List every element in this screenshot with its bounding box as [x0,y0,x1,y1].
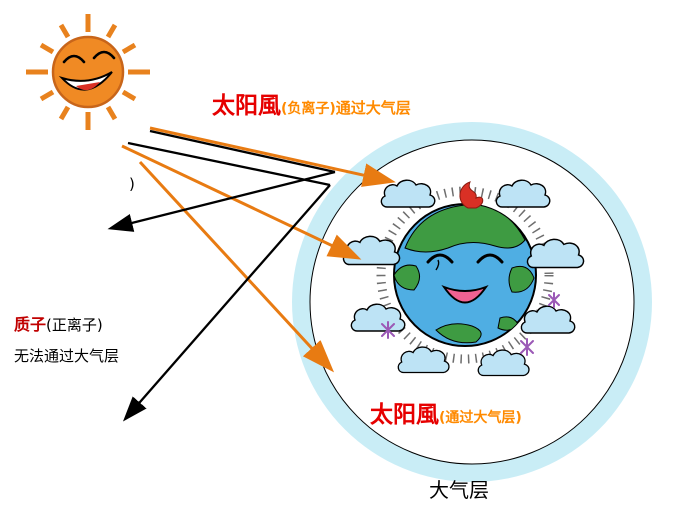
earth-face [426,253,504,304]
sun-tongue [76,82,100,91]
proton-label: 质子(正离子) [14,316,103,334]
solar-wind-arrows [121,126,396,373]
earth-mouth [441,284,489,304]
sun-body [51,35,125,109]
solar-wind-top-term: 太阳風 [212,93,281,119]
sun-icon [26,14,150,130]
earth-continents [394,204,535,344]
proton-deflected-arrow-2 [122,184,331,422]
sun-rays [26,14,150,130]
solar-wind-arrow-top [149,126,396,187]
sun-mouth [58,71,113,91]
sparkles [381,292,560,356]
earth-icon [393,181,537,347]
solar-wind-bottom-term: 太阳風 [370,402,439,428]
proton-deflected-arrow-1 [107,170,336,232]
solar-wind-arrow-bottom [138,160,335,373]
solar-wind-top-label: 太阳風(负离子)通过大气层 [212,93,411,119]
solar-wind-arrow-middle [121,144,362,260]
radiation-hatch-ring [376,186,554,364]
sun-left-eye [62,54,86,64]
stray-paren-text: ) [129,175,135,193]
sparkle-icon [548,292,560,308]
proton-incoming-line-2 [127,141,331,187]
sparkle-icon [381,321,395,339]
earth-left-eye [426,253,454,264]
proton-arrows [107,129,336,422]
proton-term: 质子 [14,315,47,334]
solar-wind-top-subscript: (负离子) [281,101,336,117]
sun-right-eye [92,50,116,60]
sparkle-icon [520,338,534,356]
solar-wind-bottom-subscript: (通过大气层) [439,410,522,426]
solar-wind-top-suffix: 通过大气层 [335,99,411,117]
atmosphere-label: 大气层 [429,478,489,502]
solar-wind-bottom-label: 太阳風(通过大气层) [370,402,522,428]
earth-right-eye [476,253,504,264]
proton-note: 无法通过大气层 [14,347,120,365]
flame-icon [459,181,484,209]
proton-subscript: (正离子) [46,316,103,334]
proton-incoming-line-1 [149,129,336,174]
earth-cheek-squiggle [435,259,440,271]
